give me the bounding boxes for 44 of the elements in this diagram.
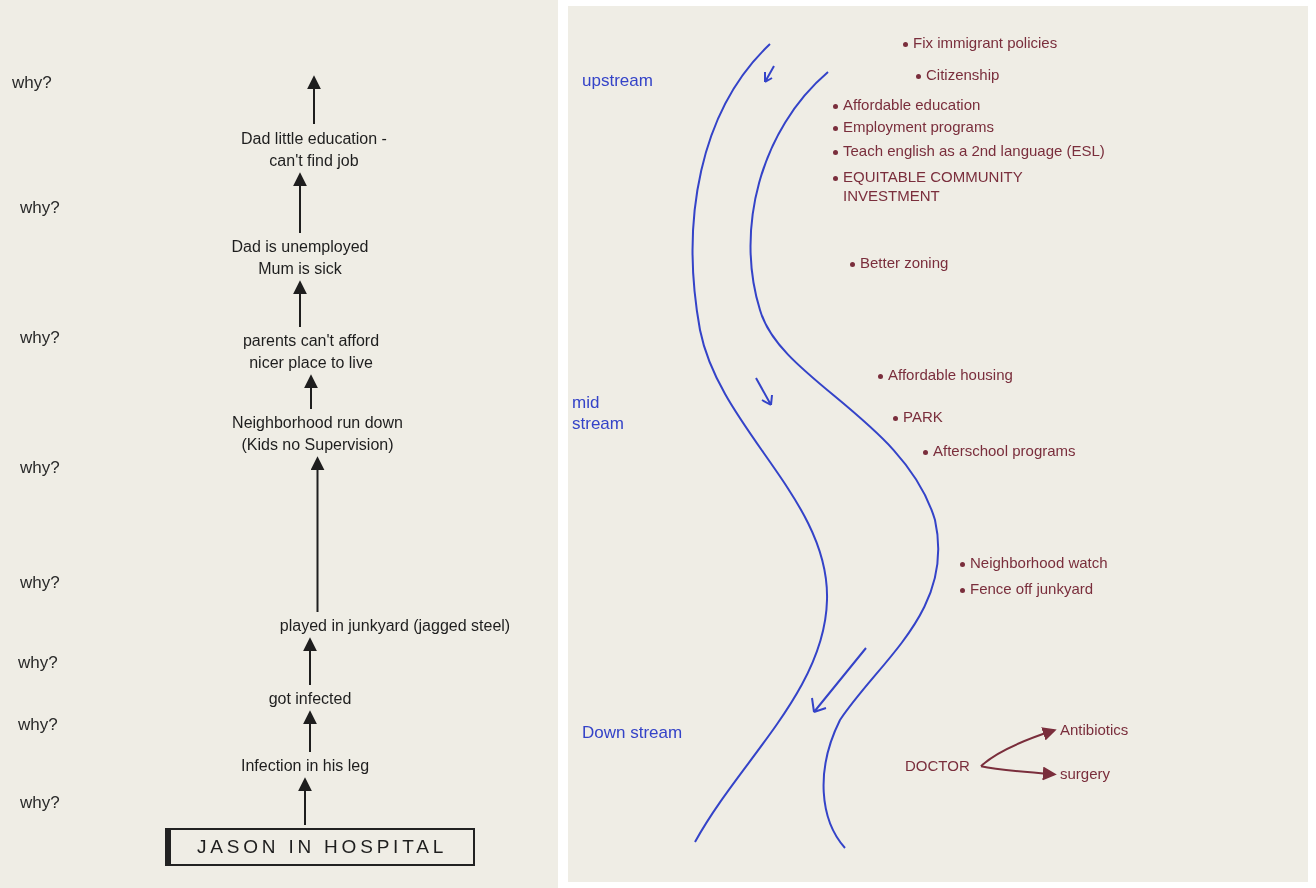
title-box: JASON IN HOSPITAL — [165, 828, 475, 867]
stream-label: Down stream — [582, 722, 684, 744]
stream-label: upstream — [582, 70, 654, 92]
arrow — [303, 710, 317, 753]
cause-text: Infection in his leg — [205, 755, 405, 777]
cause-text: DOCTOR — [905, 756, 977, 777]
why-question: why? — [20, 197, 61, 219]
bullet-item: Employment programs — [843, 118, 995, 137]
arrow — [293, 172, 307, 234]
cause-text: got infected — [245, 688, 375, 710]
cause-text: Neighborhood run down (Kids no Supervision) — [215, 412, 420, 456]
cause-text: Dad little education - can't find job — [225, 128, 403, 172]
arrow — [307, 75, 321, 125]
why-question: why? — [20, 327, 61, 349]
why-question: why? — [20, 457, 61, 479]
stream-label: mid stream — [572, 392, 625, 435]
cause-text: played in junkyard (jagged steel) — [235, 615, 555, 637]
cause-text: Antibiotics — [1060, 720, 1160, 741]
arrow — [293, 280, 307, 328]
bullet-item: PARK — [903, 408, 944, 427]
bullet-item: Afterschool programs — [933, 442, 1077, 461]
bullet-item: Better zoning — [860, 254, 950, 273]
bullet-item: Neighborhood watch — [970, 554, 1109, 573]
arrow — [980, 765, 1057, 781]
why-question: why? — [18, 714, 59, 736]
bullet-item: Teach english as a 2nd language (ESL) — [843, 142, 1106, 161]
bullet-item: Fix immigrant policies — [913, 34, 1059, 53]
why-question: why? — [20, 792, 61, 814]
arrow — [310, 456, 325, 613]
why-question: why? — [12, 72, 53, 94]
cause-text: Dad is unemployed Mum is sick — [220, 236, 380, 280]
arrow — [980, 727, 1057, 768]
bullet-item: Affordable housing — [888, 366, 1014, 385]
arrow — [298, 777, 312, 826]
bullet-item: EQUITABLE COMMUNITY INVESTMENT — [843, 168, 1024, 206]
arrow — [303, 637, 317, 686]
why-question: why? — [20, 572, 61, 594]
arrow — [304, 374, 318, 410]
bullet-item: Affordable education — [843, 96, 982, 115]
bullet-item: Citizenship — [926, 66, 1001, 85]
why-question: why? — [18, 652, 59, 674]
cause-text: parents can't afford nicer place to live — [225, 330, 397, 374]
bullet-item: Fence off junkyard — [970, 580, 1095, 599]
cause-text: surgery — [1060, 764, 1160, 785]
